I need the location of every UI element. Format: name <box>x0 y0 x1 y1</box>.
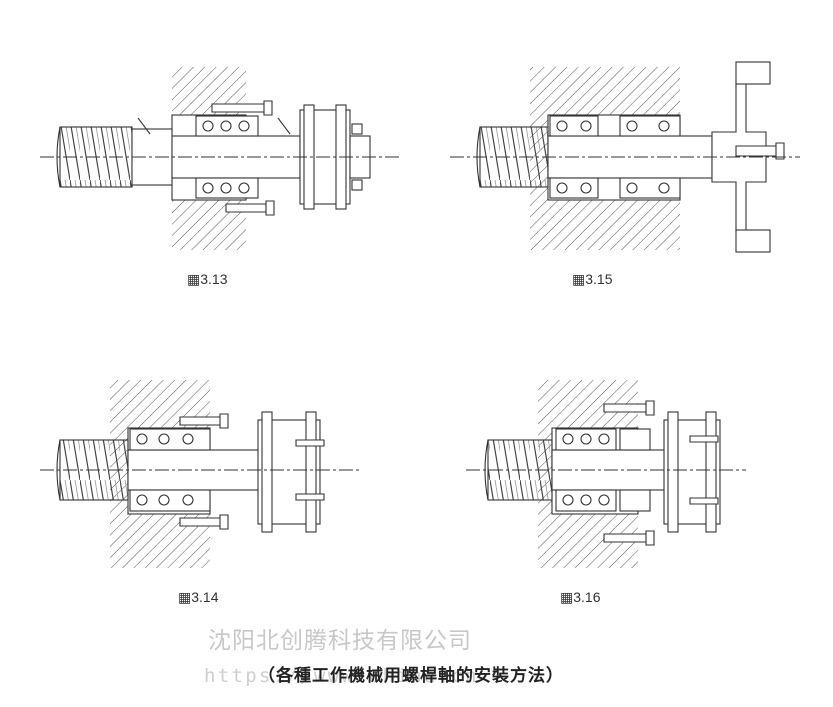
bolt-top <box>603 400 655 416</box>
bearing-set-top <box>129 428 211 451</box>
figure-caption-prefix-icon: ▦ <box>178 589 191 605</box>
figure-3-15-drawing <box>450 61 800 253</box>
figure-caption-prefix-icon: ▦ <box>560 589 573 605</box>
figure-caption-3-15: ▦3.15 <box>572 271 613 287</box>
figure-3-13-drawing <box>40 67 400 250</box>
page-subtitle: （各種工作機械用螺桿軸的安裝方法） <box>258 666 564 686</box>
watermark-company: 沈阳北创腾科技有限公司 <box>208 628 472 654</box>
figure-3-14-drawing <box>40 380 362 568</box>
watermark-url: https://www.china.cn <box>204 665 479 687</box>
bearing-set-bottom <box>549 177 681 199</box>
bearing-set-bottom <box>555 489 651 512</box>
figure-caption-prefix-icon: ▦ <box>572 271 585 287</box>
bolt-bottom <box>603 530 655 546</box>
pulley-coupling <box>257 411 325 533</box>
figure-caption-3-14: ▦3.14 <box>178 589 219 605</box>
pulley-coupling <box>663 411 721 533</box>
bearing-set-bottom <box>195 177 259 199</box>
bearing-set-bottom <box>129 489 211 512</box>
bearing-set-top <box>555 428 651 451</box>
bolt-top <box>211 100 273 116</box>
bolt-top <box>179 413 229 429</box>
figure-caption-3-13: ▦3.13 <box>187 271 228 287</box>
shaft <box>127 449 261 491</box>
figure-caption-prefix-icon: ▦ <box>187 271 200 287</box>
bearing-set-top <box>549 115 681 137</box>
figure-caption-3-16: ▦3.16 <box>560 589 601 605</box>
bolt-bottom <box>225 200 275 216</box>
bearing-set-top <box>195 115 259 137</box>
bolt-bottom <box>179 514 229 530</box>
figure-3-16-drawing <box>466 380 746 568</box>
